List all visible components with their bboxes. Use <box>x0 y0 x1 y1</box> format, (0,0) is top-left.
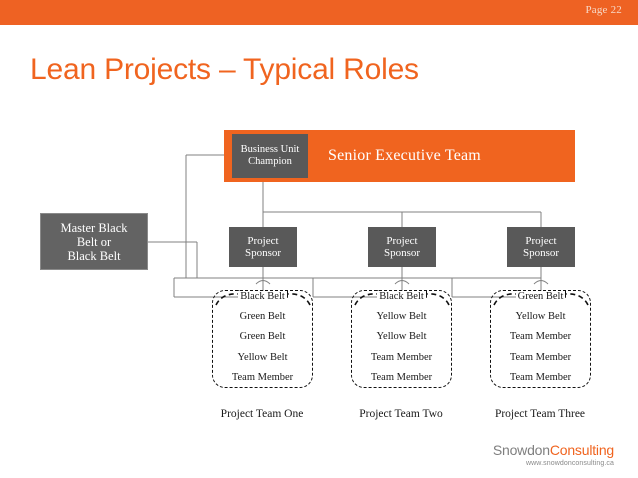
team-member: Team Member <box>507 331 574 343</box>
team-member-list-1: Black Belt Green Belt Green Belt Yellow … <box>212 290 313 388</box>
team-member: Team Member <box>507 371 574 383</box>
team-caption-3: Project Team Three <box>494 408 586 420</box>
team-member: Green Belt <box>515 291 566 303</box>
sponsor-3-line2: Sponsor <box>522 247 560 259</box>
team-member: Team Member <box>368 351 435 363</box>
mbb-label-line1: Master Black <box>60 220 128 235</box>
project-sponsor-box-1[interactable]: Project Sponsor <box>229 227 297 267</box>
team-member: Yellow Belt <box>513 311 568 323</box>
team-member: Team Member <box>507 351 574 363</box>
team-member: Green Belt <box>237 331 288 343</box>
mbb-label-line2: Belt or <box>76 234 112 249</box>
champion-label-line1: Business Unit <box>240 144 300 156</box>
logo-snowdon-text: Snowdon <box>492 442 550 458</box>
logo-website-url: www.snowdonconsulting.ca <box>525 460 614 467</box>
business-unit-champion-box[interactable]: Business Unit Champion <box>232 134 308 178</box>
team-outline-3 <box>490 290 591 388</box>
sponsor-2-line1: Project <box>386 234 418 247</box>
team-member-list-3: Green Belt Yellow Belt Team Member Team … <box>490 290 591 388</box>
champion-label-line2: Champion <box>248 156 292 167</box>
team-member: Black Belt <box>238 291 287 303</box>
sponsor-1-line1: Project <box>247 234 279 247</box>
team-caption-2: Project Team Two <box>359 408 443 420</box>
team-member: Team Member <box>229 371 296 383</box>
team-member: Yellow Belt <box>235 351 290 363</box>
team-caption-1: Project Team One <box>220 408 304 420</box>
senior-executive-team-label: Senior Executive Team <box>328 147 481 165</box>
project-sponsor-box-3[interactable]: Project Sponsor <box>507 227 575 267</box>
team-member-list-2: Black Belt Yellow Belt Yellow Belt Team … <box>351 290 452 388</box>
page-title: Lean Projects – Typical Roles <box>30 53 419 86</box>
page-number: Page 22 <box>585 4 622 16</box>
sponsor-3-line1: Project <box>525 234 557 247</box>
team-outline-1 <box>212 290 313 388</box>
mbb-label-line3: Black Belt <box>67 248 121 263</box>
logo-wordmark: SnowdonConsulting <box>493 442 614 458</box>
team-member: Team Member <box>368 371 435 383</box>
team-member: Yellow Belt <box>374 311 429 323</box>
company-logo: SnowdonConsulting www.snowdonconsulting.… <box>493 442 614 467</box>
project-sponsor-box-2[interactable]: Project Sponsor <box>368 227 436 267</box>
header-bar <box>0 0 638 25</box>
logo-consulting-text: Consulting <box>549 442 614 458</box>
team-outline-2 <box>351 290 452 388</box>
team-member: Green Belt <box>237 311 288 323</box>
sponsor-2-line2: Sponsor <box>383 247 421 259</box>
master-black-belt-box[interactable]: Master Black Belt or Black Belt <box>40 213 148 270</box>
team-member: Yellow Belt <box>374 331 429 343</box>
sponsor-1-line2: Sponsor <box>244 247 282 259</box>
team-member: Black Belt <box>377 291 426 303</box>
